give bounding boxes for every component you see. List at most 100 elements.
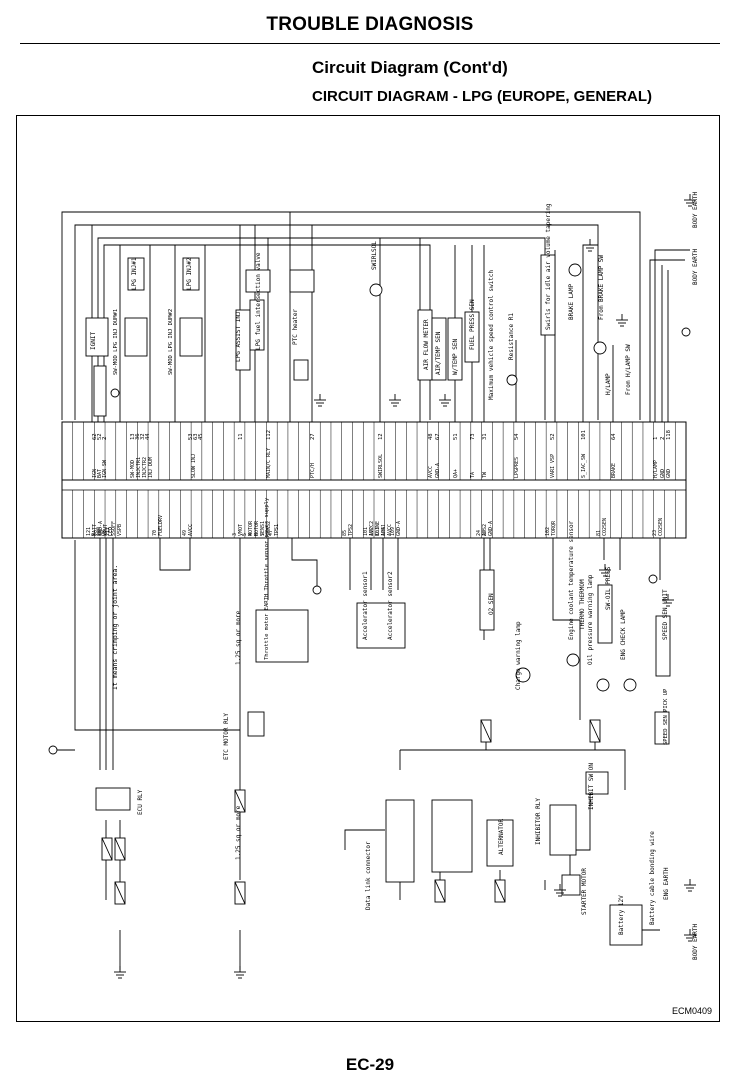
ecm-pin-label-bottom: SENS1 — [260, 521, 266, 536]
speed-sen-label: SPEED SEN UNIT — [662, 589, 669, 640]
earth-top-icon — [684, 194, 696, 207]
ecm-pin-label-top: VARI VSP — [550, 454, 556, 478]
hlamp-icon — [593, 341, 607, 355]
ignit-module — [85, 317, 109, 357]
speed-switch-label: Maximum vehicle speed control switch — [488, 270, 495, 400]
inhibit-sw-label: INHIBIT SW ON — [588, 763, 595, 810]
ecm-pin-label-top: SWIRLSOL — [378, 454, 384, 478]
ecu-relay-label: ECU RLY — [137, 789, 144, 815]
wire-size-1: 1.25 sq or more — [235, 610, 242, 665]
splice-f-icon — [48, 745, 58, 755]
hlamp-label: H/LAMP — [605, 373, 612, 395]
ecm-pin-label-top: QA+ — [453, 469, 459, 478]
ecm-pin-bottom: 85 — [342, 530, 348, 536]
ecm-pin-top: 73 — [470, 433, 476, 440]
fuse-5 — [234, 881, 246, 905]
ecm-pin-bottom: 4 — [248, 533, 254, 536]
fuse-1 — [101, 837, 113, 861]
lpg-inj1-label: LPG INJ#1 — [131, 257, 138, 290]
relay-ptc — [289, 269, 315, 293]
ecm-pin-bottom: 7 — [260, 533, 266, 536]
ecm-pin-bottom: 111 — [105, 527, 111, 536]
sw-mod1-label: SW-MOD LPG INJ DUM#1 — [113, 309, 119, 375]
inhibit-sw — [585, 771, 609, 795]
sw-mod-2 — [179, 317, 203, 357]
ecm-pin-top: 54 — [514, 433, 520, 440]
ecm-pin-label-top: SLOW INJ — [191, 454, 197, 478]
earth-body-icon — [684, 929, 696, 942]
lpg-assist-label: LPG ASSIST INJ — [235, 311, 242, 362]
battery-label: Battery 12V — [618, 895, 625, 935]
ecm-pin-bottom: 109 — [390, 527, 396, 536]
charge-lamp-label: Charge warning lamp — [515, 621, 522, 690]
ecm-pin-label-top: INJCTR1 — [136, 457, 142, 478]
wire-size-2: 1.25 sq or more — [235, 805, 242, 860]
air-flow-label: AIR FLOW METER — [423, 319, 430, 370]
ecm-pin-bottom: 23 — [652, 530, 658, 536]
ecm-pin-bottom: 49 — [182, 530, 188, 536]
speed-pickup — [654, 711, 670, 745]
ecm-pin-label-top: GND-A — [435, 463, 441, 478]
ecm-pin-top: 11 — [238, 433, 244, 440]
accel-sensor1-label: Accelerator sensor1 — [362, 571, 369, 640]
ecm-pin-label-bottom: BATT — [92, 524, 98, 536]
section-subtitle: Circuit Diagram (Cont'd) — [312, 58, 508, 77]
ecm-pin-label-bottom: AVCC2 — [369, 521, 375, 536]
earth-eng-icon — [684, 879, 696, 892]
w-temp-sensor — [447, 317, 463, 381]
ecm-pin-bottom: 81 — [596, 530, 602, 536]
ecm-pin-top: 44 — [145, 433, 151, 440]
alternator-label: ALTERNATOR — [498, 818, 505, 855]
fuse-4 — [234, 789, 246, 813]
ecm-pin-bottom: 70 — [152, 530, 158, 536]
splice-c-icon — [312, 585, 322, 595]
data-link-label: Data link connector — [365, 841, 372, 910]
ecm-pin-label-top: IGN SW — [102, 459, 108, 478]
accelerator-sensor-connector — [356, 602, 406, 649]
ecm-pin-label-bottom: APS1 — [381, 524, 387, 536]
starter-motor — [561, 874, 581, 896]
ecm-pin-label-top: LPGPRES — [514, 457, 520, 478]
ecm-pin-label-top: MAIN/C RLY — [266, 448, 272, 478]
ecm-pin-label-bottom: GND-A — [98, 521, 104, 536]
ecm-pin-top: 27 — [310, 433, 316, 440]
fuse-9 — [494, 879, 506, 903]
body-earth-label-3: BODY EARTH — [692, 923, 699, 960]
figure-code: ECM0409 — [672, 1006, 713, 1016]
splice-e-icon — [681, 327, 691, 337]
earth-ptc-icon — [314, 394, 326, 407]
fuel-press-label: FUEL PRESS SEN — [469, 299, 476, 350]
ecm-pin-top: 1 — [653, 437, 659, 440]
ecm-pin-label-bottom: VB — [102, 530, 108, 536]
resistance-icon — [506, 374, 518, 386]
ecm-pin-label-bottom: APS2 — [482, 524, 488, 536]
ecm-pin-label-bottom: TPS2 — [348, 524, 354, 536]
ecm-pin-label-top: S_IAC_SW — [581, 453, 587, 478]
inhibitor-relay — [549, 804, 577, 856]
ecm-pin-top: 62 — [92, 433, 98, 440]
eng-earth-label: ENG EARTH — [663, 867, 670, 900]
ecm-pin-top: 48 — [428, 433, 434, 440]
ecm-pin-label-bottom: KLINE — [375, 521, 381, 536]
brake-lamp-sw-label: From BRAKE LAMP SW — [598, 255, 605, 320]
brake-lamp-label: BRAKE LAMP — [568, 283, 575, 320]
ecm-pin-bottom: 9 — [91, 533, 97, 536]
ecm-pin-label-bottom: CO2SEN — [658, 518, 664, 536]
ecm-pin-label-bottom: AVCC — [387, 524, 393, 536]
lpg-injector-1 — [127, 257, 145, 291]
ignit-label: IGNIT — [90, 332, 97, 350]
fuse-3 — [114, 881, 126, 905]
page-title: TROUBLE DIAGNOSIS — [266, 14, 474, 35]
ecm-pin-bottom: 5 — [242, 533, 248, 536]
o2-sensor — [479, 569, 495, 631]
ecm-pin-bottom: 101 — [363, 527, 369, 536]
air-temp-label: AIR/TEMP SEN — [435, 331, 442, 375]
ecm-pin-label-bottom: AVCC — [188, 524, 194, 536]
ecm-pin-top: 32 — [140, 433, 146, 440]
splice-note: It means crimping or joint area. — [111, 565, 119, 690]
ecm-pin-bottom: 102 — [545, 527, 551, 536]
ecm-pin-label-top: BRAKE — [611, 463, 617, 478]
ecm-pin-label-top: TW — [482, 471, 488, 478]
earth-fuse-icon — [114, 966, 126, 979]
earth-sensor-icon — [439, 394, 451, 407]
